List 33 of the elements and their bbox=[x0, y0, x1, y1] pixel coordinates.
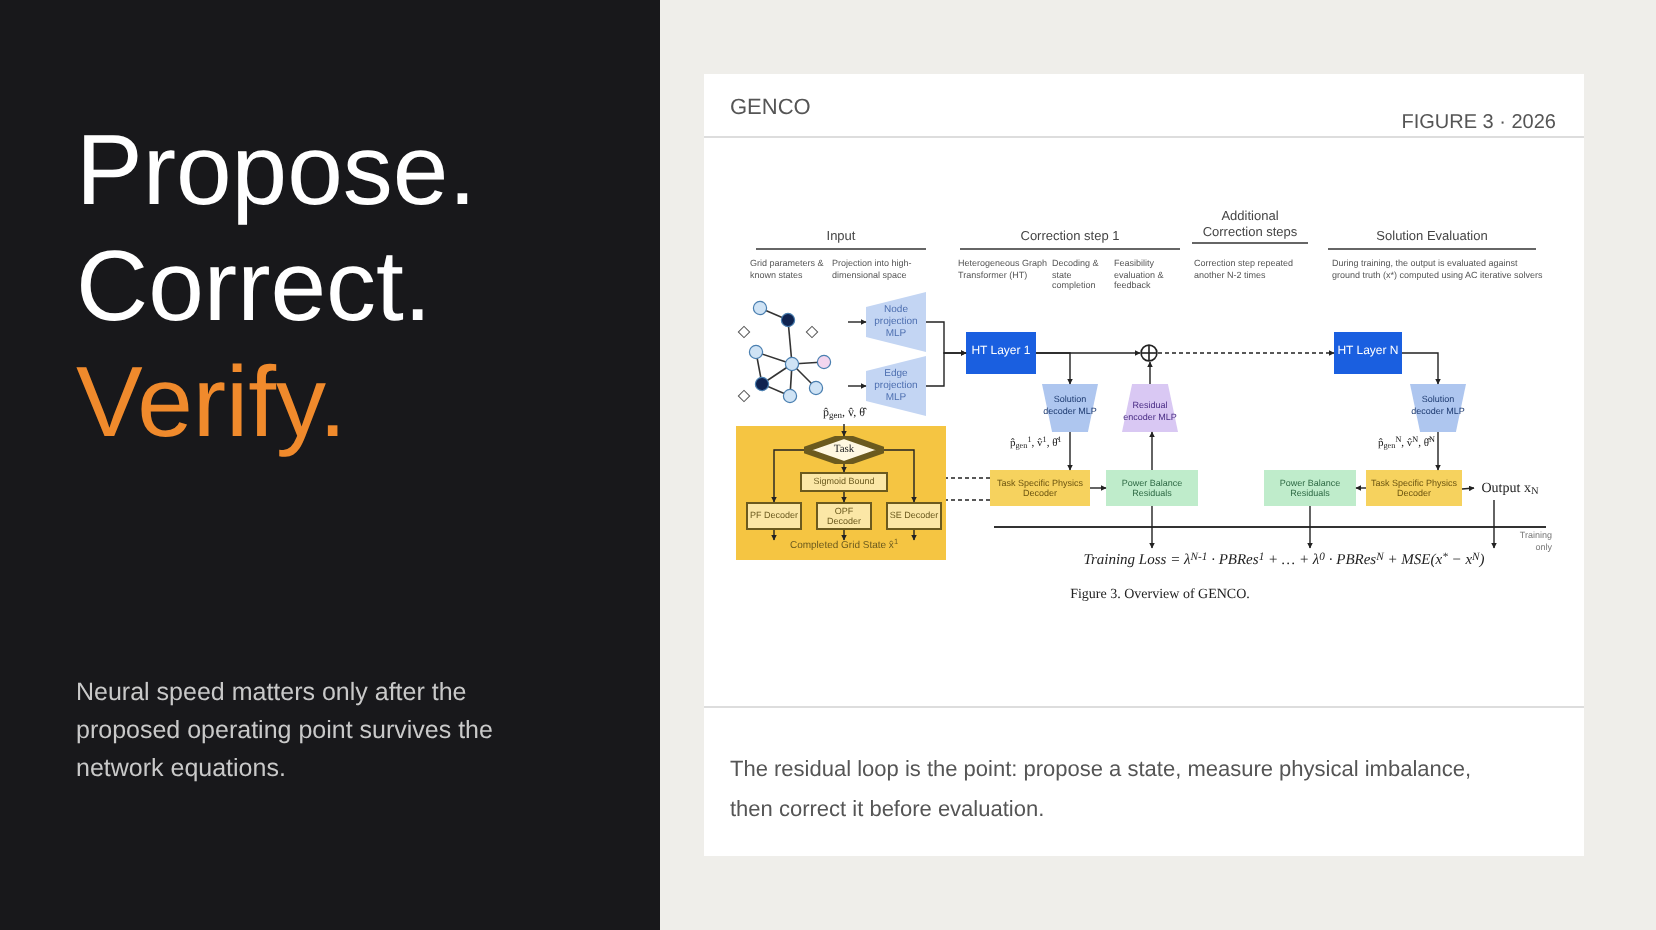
inset-panel bbox=[736, 426, 946, 560]
arrow bbox=[1461, 485, 1475, 492]
arrow bbox=[1089, 485, 1107, 491]
headline: Correct. bbox=[76, 228, 434, 344]
arrow bbox=[1355, 485, 1367, 491]
arrow bbox=[771, 449, 805, 503]
arrow bbox=[1435, 431, 1441, 471]
header-text: GENCO bbox=[730, 94, 813, 124]
arrow bbox=[841, 491, 847, 503]
arrow bbox=[1307, 505, 1313, 549]
arrow bbox=[847, 383, 867, 389]
arrow bbox=[911, 529, 917, 541]
arrow bbox=[771, 529, 777, 541]
arrow bbox=[1491, 499, 1497, 549]
sum-circle bbox=[1140, 344, 1158, 362]
headline: Verify. bbox=[76, 344, 349, 460]
arrow bbox=[1401, 352, 1441, 385]
figure-number: FIGURE 3 · 2026 bbox=[1399, 110, 1556, 138]
arrow bbox=[1149, 431, 1155, 471]
arrow bbox=[883, 449, 917, 503]
body-text: The residual loop is the point: propose a state, measure physical imbalance, then correct it before evaluation. bbox=[730, 756, 1474, 826]
arrow bbox=[1157, 350, 1335, 356]
arrow bbox=[841, 463, 847, 473]
arrow bbox=[847, 319, 867, 325]
arrow bbox=[1067, 431, 1073, 471]
arrow bbox=[1149, 505, 1155, 549]
arrow bbox=[841, 423, 847, 437]
arrow bbox=[925, 350, 967, 387]
arrow bbox=[841, 529, 847, 541]
arrow bbox=[1147, 361, 1153, 385]
body-text: Neural speed matters only after the proposed operating point survives the network equations. bbox=[76, 676, 495, 786]
arrow bbox=[1035, 352, 1073, 385]
headline: Propose. bbox=[76, 112, 479, 228]
